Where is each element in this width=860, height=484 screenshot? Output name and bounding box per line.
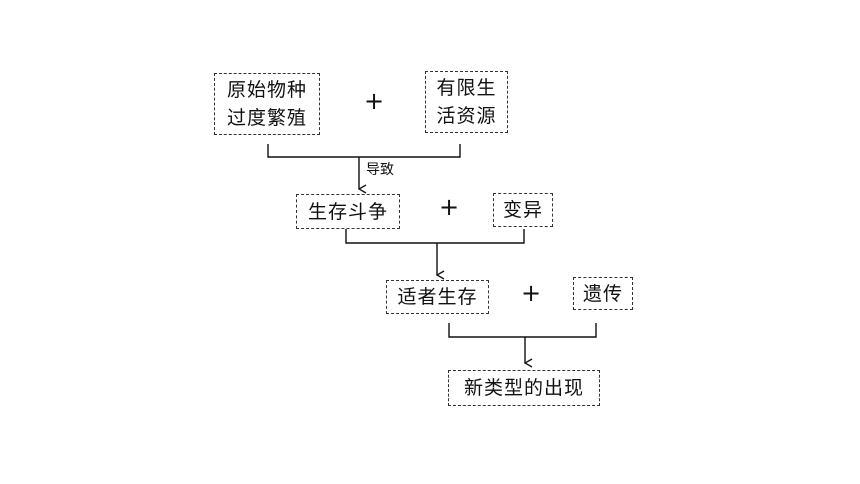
box-variation: 变异: [493, 193, 553, 227]
box-survival-of-fittest: 适者生存: [386, 280, 489, 314]
box-original-species-line2: 过度繁殖: [226, 107, 307, 129]
box-struggle-for-existence: 生存斗争: [296, 194, 400, 229]
box-survival-label: 适者生存: [397, 286, 478, 308]
bracket-1: [267, 144, 461, 158]
bracket-2: [345, 229, 525, 244]
box-struggle-label: 生存斗争: [307, 200, 388, 223]
box-new-species-label: 新类型的出现: [463, 377, 584, 399]
box-original-species-line1: 原始物种: [226, 79, 307, 101]
box-original-species: 原始物种 过度繁殖: [214, 73, 320, 135]
box-limited-resources-line2: 活资源: [436, 105, 497, 127]
box-limited-resources-line1: 有限生: [436, 77, 497, 99]
plus-sign-2: +: [439, 193, 460, 221]
box-limited-resources: 有限生 活资源: [425, 71, 508, 133]
bracket-3: [448, 323, 597, 338]
box-variation-label: 变异: [502, 199, 543, 221]
arrow-label-lead-to: 导致: [366, 162, 394, 178]
box-new-species: 新类型的出现: [448, 370, 600, 406]
box-heredity-label: 遗传: [582, 282, 623, 305]
plus-sign-3: +: [521, 279, 542, 307]
plus-sign-1: +: [364, 87, 385, 115]
box-heredity: 遗传: [573, 277, 633, 310]
